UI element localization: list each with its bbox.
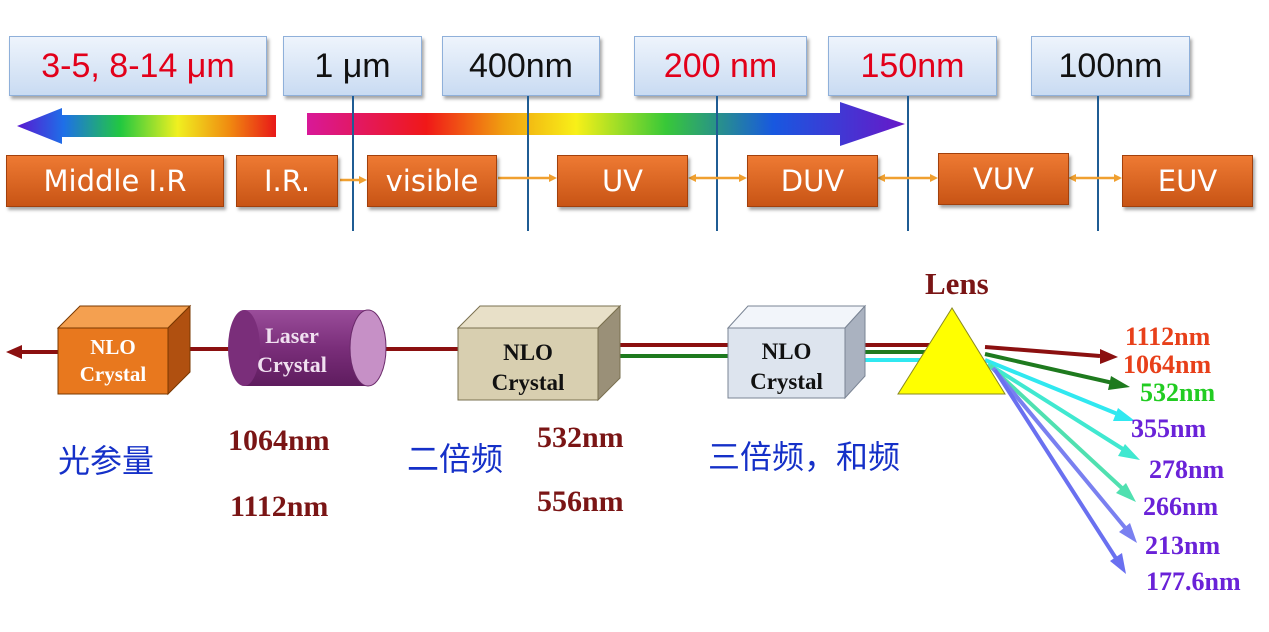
output-label-213: 213nm	[1145, 531, 1221, 560]
output-label-177-6: 177.6nm	[1146, 567, 1241, 596]
wavelength-box-100nm: 100nm	[1031, 36, 1190, 96]
boundary-line-150nm	[907, 96, 909, 231]
shg-wavelength-532: 532nm	[537, 421, 624, 454]
boundary-line-200nm	[716, 96, 718, 231]
band-visible: visible	[367, 155, 497, 207]
shg-crystal-label: NLO Crystal	[491, 340, 565, 395]
band-euv: EUV	[1122, 155, 1253, 207]
output-label-278: 278nm	[1149, 455, 1225, 484]
band-vuv: VUV	[938, 153, 1069, 205]
opo-label-cn: 光参量	[58, 442, 155, 480]
wavelength-box-1um: 1 μm	[283, 36, 422, 96]
output-label-266: 266nm	[1143, 492, 1219, 521]
output-arrow-left	[6, 345, 22, 359]
shg-label-cn: 二倍频	[407, 440, 504, 478]
output-beams	[984, 345, 1140, 574]
boundary-line-100nm	[1097, 96, 1099, 231]
band-ir: I.R.	[236, 155, 338, 207]
output-label-1064: 1064nm	[1123, 350, 1212, 379]
output-label-532: 532nm	[1140, 378, 1216, 407]
output-label-355: 355nm	[1131, 414, 1207, 443]
wavelength-box-mid-ir: 3-5, 8-14 μm	[9, 36, 267, 96]
band-uv: UV	[557, 155, 688, 207]
thg-crystal	[726, 304, 867, 400]
fundamental-wavelength-1112: 1112nm	[230, 490, 329, 523]
laser-crystal-cylinder	[228, 309, 387, 387]
band-middle-ir: Middle I.R	[6, 155, 224, 207]
shg-wavelength-556: 556nm	[537, 485, 624, 518]
main-spectrum-arrow	[307, 102, 905, 146]
wavelength-box-200nm: 200 nm	[634, 36, 807, 96]
opo-crystal-label: NLO Crystal	[79, 335, 147, 387]
ir-spectrum-arrow	[17, 108, 276, 144]
lens-prism	[897, 307, 1006, 395]
band-duv: DUV	[747, 155, 878, 207]
opo-crystal	[56, 304, 192, 396]
wavelength-box-400nm: 400nm	[442, 36, 600, 96]
thg-crystal-label: NLO Crystal	[750, 339, 823, 394]
boundary-line-1um	[352, 96, 354, 231]
wavelength-box-150nm: 150nm	[828, 36, 997, 96]
fundamental-wavelength-1064: 1064nm	[228, 424, 330, 457]
boundary-line-400nm	[527, 96, 529, 231]
laser-crystal-label: Laser Crystal	[257, 323, 327, 377]
output-label-1112: 1112nm	[1125, 322, 1211, 351]
lens-label: Lens	[925, 266, 989, 301]
shg-crystal	[456, 304, 622, 402]
thg-label-cn: 三倍频，和频	[708, 438, 901, 476]
